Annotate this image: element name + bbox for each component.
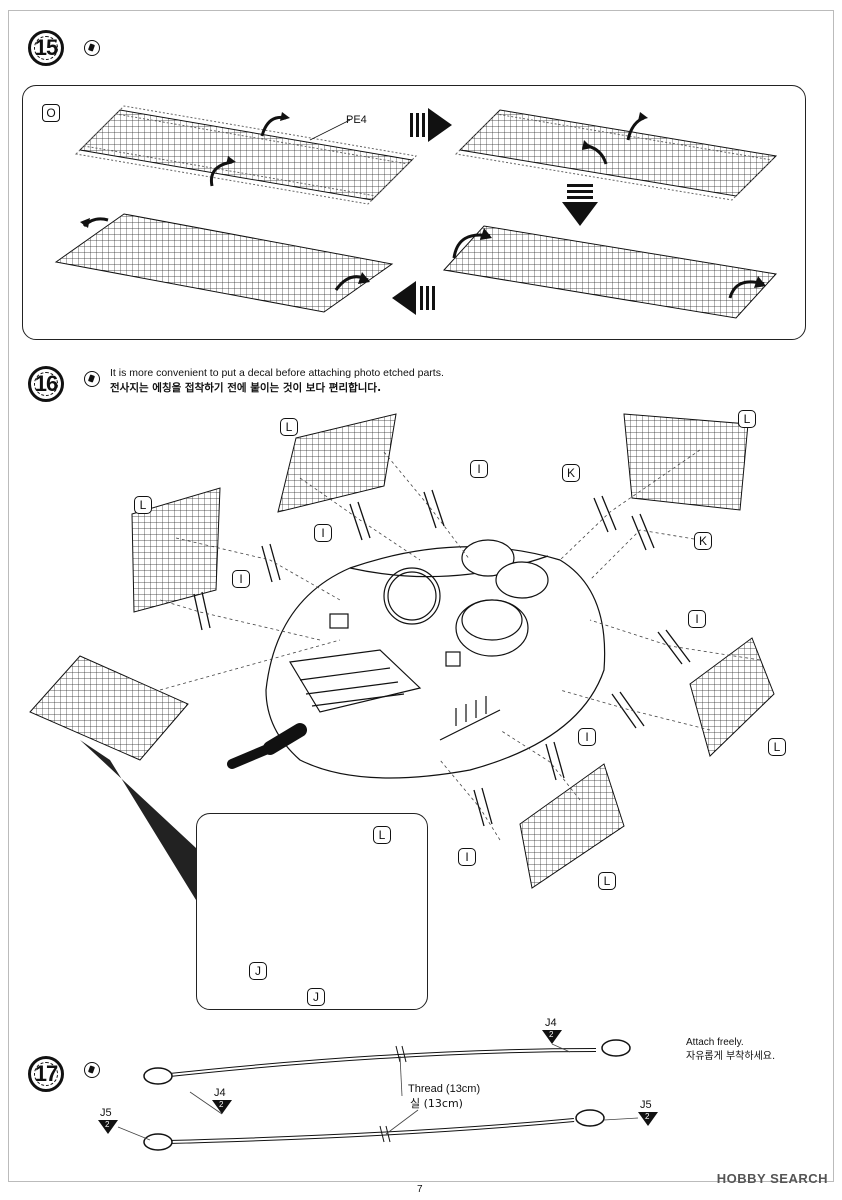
attach-note-en: Attach freely. bbox=[686, 1037, 744, 1048]
label-L: L bbox=[738, 410, 756, 428]
mesh-panel-3 bbox=[443, 225, 777, 319]
label-I: I bbox=[688, 610, 706, 628]
step-16-number: 16 bbox=[34, 371, 59, 396]
arrow-down bbox=[562, 184, 598, 226]
label-L: L bbox=[134, 496, 152, 514]
part-pe4-label: PE4 bbox=[346, 114, 367, 126]
label-I: I bbox=[470, 460, 488, 478]
label-I: I bbox=[578, 728, 596, 746]
leader-lines bbox=[159, 449, 761, 841]
step-15-panel bbox=[22, 85, 806, 340]
sprue-markers bbox=[98, 1030, 658, 1134]
j4-label-top: J4 bbox=[545, 1017, 557, 1029]
mesh-panel-4 bbox=[54, 213, 394, 313]
label-L: L bbox=[373, 826, 391, 844]
j5-label-right: J5 bbox=[640, 1099, 652, 1111]
label-J: J bbox=[307, 988, 325, 1006]
step-15-number: 15 bbox=[34, 35, 59, 60]
step-15-illustration bbox=[54, 105, 778, 319]
sprue-num: 2 bbox=[105, 1120, 110, 1129]
label-I: I bbox=[314, 524, 332, 542]
arrow-right bbox=[410, 108, 452, 142]
attach-note-ko: 자유롭게 부착하세요. bbox=[686, 1051, 776, 1062]
label-L: L bbox=[768, 738, 786, 756]
glue-icon bbox=[84, 371, 100, 387]
step-15-badge: 15 bbox=[28, 30, 64, 66]
step-16-note-ko: 전사지는 에칭을 접착하기 전에 붙이는 것이 보다 편리합니다. bbox=[110, 382, 382, 394]
marker-o: O bbox=[42, 104, 60, 122]
arrow-left bbox=[392, 281, 435, 315]
step-17-number: 17 bbox=[34, 1061, 59, 1086]
page-number: 7 bbox=[417, 1184, 423, 1195]
label-L: L bbox=[598, 872, 616, 890]
watermark: HOBBY SEARCH bbox=[716, 1171, 828, 1186]
step-16-note-en: It is more convenient to put a decal bef… bbox=[110, 367, 444, 379]
mesh-panel-1 bbox=[74, 105, 418, 205]
j4-label-left: J4 bbox=[214, 1087, 226, 1099]
label-J: J bbox=[249, 962, 267, 980]
sprue-num: 2 bbox=[645, 1112, 650, 1121]
glue-icon bbox=[84, 40, 100, 56]
label-K: K bbox=[694, 532, 712, 550]
marker-o-label: O bbox=[46, 106, 56, 120]
j5-label-left: J5 bbox=[100, 1107, 112, 1119]
label-I: I bbox=[232, 570, 250, 588]
clips bbox=[193, 489, 691, 827]
mesh-panel-2 bbox=[454, 109, 778, 201]
sprue-num: 2 bbox=[549, 1030, 554, 1039]
turret bbox=[227, 539, 606, 779]
step-17-leaders bbox=[117, 1043, 639, 1141]
tow-cable-2 bbox=[143, 1109, 605, 1151]
label-L: L bbox=[280, 418, 298, 436]
sprue-num: 2 bbox=[219, 1100, 224, 1109]
label-I: I bbox=[458, 848, 476, 866]
inset-detail-panel: L J J bbox=[196, 813, 428, 1010]
tow-cable-1 bbox=[143, 1039, 631, 1085]
thread-label-en: Thread (13cm) bbox=[408, 1083, 481, 1095]
thread-label-ko: 실 (13cm) bbox=[410, 1097, 463, 1110]
mesh-panel-L-top bbox=[29, 413, 775, 889]
glue-icon bbox=[84, 1062, 100, 1078]
label-K: K bbox=[562, 464, 580, 482]
page-border bbox=[8, 10, 834, 1182]
step-17-badge: 17 bbox=[28, 1056, 64, 1092]
step-16-badge: 16 bbox=[28, 366, 64, 402]
